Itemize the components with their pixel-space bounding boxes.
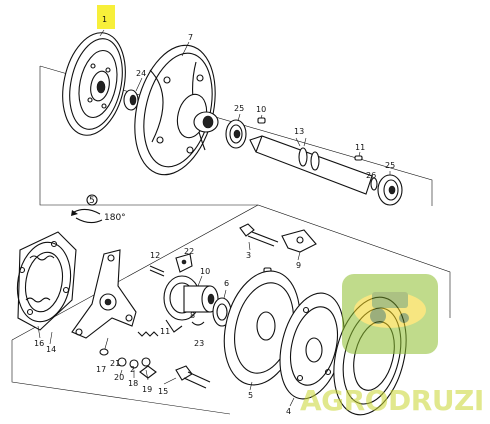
pressure-plate [16,231,77,345]
key-10-upper [257,114,266,124]
part-label-20: 20 [114,373,124,382]
part-label-19: 19 [142,385,152,394]
release-bearing [212,289,232,327]
part-label-4: 4 [286,407,291,416]
bolt-15 [163,365,211,389]
rotation-indicator [71,194,103,224]
clip-23 [191,321,205,326]
part-label-21: 21 [110,359,120,368]
part-label-13: 13 [294,127,304,136]
part-label-26: 26 [366,171,376,180]
release-fork [281,229,317,261]
clutch-disc [62,29,126,136]
part-label-9: 9 [296,261,301,270]
part-label-25b: 25 [385,161,395,170]
small-hardware [99,331,159,381]
drive-shaft [249,135,373,195]
part-label-22: 22 [184,247,194,256]
part-label-10b: 10 [200,267,210,276]
highlight-marker [97,5,115,29]
snap-ring [370,177,378,191]
part-label-11b: 11 [160,327,170,336]
part-label-2: 2 [130,365,135,374]
pin-12 [149,265,165,277]
release-spider [71,249,137,353]
part-label-24: 24 [136,69,146,78]
part-label-14: 14 [46,345,56,354]
part-label-12: 12 [150,251,160,260]
part-label-16: 16 [34,339,44,348]
part-label-18: 18 [128,379,138,388]
watermark-text: AGRODRUZI [300,384,484,417]
part-label-3: 3 [246,251,251,260]
part-label-10a: 10 [256,105,266,114]
watermark-logo [342,274,438,354]
part-label-1: 1 [102,15,107,24]
bearing-lower [377,171,403,206]
rotation-number: 5 [89,196,95,206]
bearing-upper [225,113,247,149]
part-label-7: 7 [188,33,193,42]
part-label-15: 15 [158,387,168,396]
bracket-22 [175,253,193,273]
part-label-17: 17 [96,365,106,374]
flywheel [134,41,219,176]
part-label-8: 8 [190,311,195,320]
part-label-25a: 25 [234,104,244,113]
bolt-3 [239,223,279,251]
part-label-5: 5 [248,391,253,400]
part-label-6: 6 [224,279,229,288]
part-label-11a: 11 [355,143,365,152]
key-11-upper [354,151,363,161]
rotation-label: 180° [104,213,126,223]
part-label-23: 23 [194,339,204,348]
release-bearing-housing [163,275,219,333]
assembly-frame [11,65,451,415]
